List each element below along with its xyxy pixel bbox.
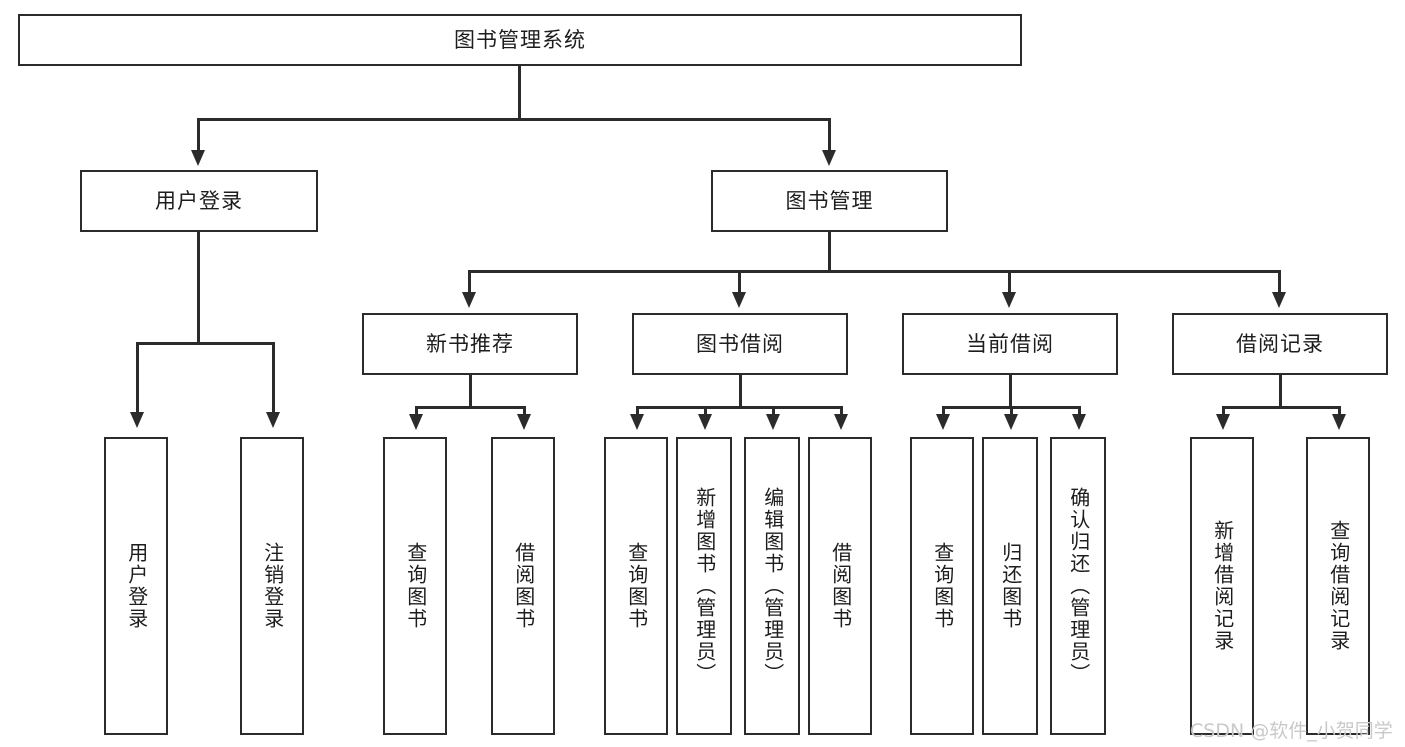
edge-borrow-to-leaf2	[704, 406, 707, 418]
edge-current-to-leaf1	[942, 406, 945, 418]
node-label: 图书管理	[785, 188, 874, 213]
edge-borrow-to-leaf1	[636, 406, 639, 418]
edge-book-mgmt-to-current	[1008, 270, 1011, 296]
node-label: 图书管理系统	[454, 27, 586, 52]
arrow-new-books-to-leaf1	[409, 414, 423, 430]
edge-book-mgmt-bus	[468, 270, 1280, 273]
edge-borrow-stem	[739, 375, 742, 408]
node-root-system[interactable]: 图书管理系统	[18, 14, 1022, 66]
edge-records-stem	[1279, 375, 1282, 408]
leaf-add-borrow-record[interactable]: 新增借阅记录	[1190, 437, 1254, 735]
leaf-edit-book-admin[interactable]: 编辑图书（管理员）	[744, 437, 800, 735]
arrow-current-to-leaf1	[936, 414, 950, 430]
node-label: 查询图书	[624, 542, 649, 630]
edge-user-login-to-leaf1	[136, 342, 139, 416]
node-label: 当前借阅	[966, 331, 1054, 356]
arrow-book-mgmt-to-records	[1272, 292, 1286, 308]
edge-root-stem	[518, 66, 521, 120]
edge-user-login-bus	[136, 342, 274, 345]
node-label: 编辑图书（管理员）	[760, 487, 785, 685]
node-label: 新增借阅记录	[1210, 520, 1235, 652]
edge-new-books-bus	[415, 406, 525, 409]
edge-user-login-stem	[197, 232, 200, 344]
leaf-logout[interactable]: 注销登录	[240, 437, 304, 735]
edge-borrow-bus	[636, 406, 843, 409]
node-new-book-recommend[interactable]: 新书推荐	[362, 313, 578, 375]
node-label: 用户登录	[124, 542, 149, 630]
leaf-user-login[interactable]: 用户登录	[104, 437, 168, 735]
edge-current-to-leaf2	[1010, 406, 1013, 418]
node-borrow-records[interactable]: 借阅记录	[1172, 313, 1388, 375]
node-label: 查询图书	[403, 542, 428, 630]
leaf-borrow-books-borrow[interactable]: 借阅图书	[808, 437, 872, 735]
arrow-root-to-user-login	[191, 150, 205, 166]
node-label: 借阅图书	[828, 542, 853, 630]
leaf-borrow-books-recommend[interactable]: 借阅图书	[491, 437, 555, 735]
edge-current-to-leaf3	[1078, 406, 1081, 418]
edge-book-mgmt-to-new-books	[468, 270, 471, 296]
edge-borrow-to-leaf4	[840, 406, 843, 418]
edge-book-mgmt-stem	[828, 232, 831, 272]
arrow-root-to-book-mgmt	[822, 150, 836, 166]
arrow-book-mgmt-to-new-books	[462, 292, 476, 308]
node-label: 借阅图书	[511, 542, 536, 630]
arrow-current-to-leaf3	[1072, 414, 1086, 430]
arrow-borrow-to-leaf4	[834, 414, 848, 430]
edge-records-to-leaf2	[1338, 406, 1341, 418]
node-label: 图书借阅	[696, 331, 784, 356]
node-label: 用户登录	[155, 188, 243, 213]
arrow-book-mgmt-to-current	[1002, 292, 1016, 308]
arrow-current-to-leaf2	[1004, 414, 1018, 430]
arrow-borrow-to-leaf2	[698, 414, 712, 430]
node-label: 新书推荐	[426, 331, 514, 356]
node-label: 确认归还（管理员）	[1066, 487, 1091, 685]
arrow-user-login-to-leaf2	[266, 412, 280, 428]
node-book-management[interactable]: 图书管理	[711, 170, 948, 232]
arrow-records-to-leaf1	[1216, 414, 1230, 430]
arrow-borrow-to-leaf3	[766, 414, 780, 430]
edge-user-login-to-leaf2	[272, 342, 275, 416]
csdn-watermark: CSDN @软件_小贺同学	[1190, 720, 1393, 742]
edge-book-mgmt-to-borrow	[738, 270, 741, 296]
node-label: 查询图书	[930, 542, 955, 630]
edge-root-to-book-mgmt	[828, 118, 831, 154]
arrow-records-to-leaf2	[1332, 414, 1346, 430]
node-label: 借阅记录	[1236, 331, 1324, 356]
node-current-borrow[interactable]: 当前借阅	[902, 313, 1118, 375]
node-user-login[interactable]: 用户登录	[80, 170, 318, 232]
leaf-confirm-return-admin[interactable]: 确认归还（管理员）	[1050, 437, 1106, 735]
leaf-query-books-recommend[interactable]: 查询图书	[383, 437, 447, 735]
node-label: 新增图书（管理员）	[692, 487, 717, 685]
edge-root-to-user-login	[197, 118, 200, 154]
edge-borrow-to-leaf3	[772, 406, 775, 418]
leaf-query-books-borrow[interactable]: 查询图书	[604, 437, 668, 735]
edge-book-mgmt-to-records	[1278, 270, 1281, 296]
node-book-borrow[interactable]: 图书借阅	[632, 313, 848, 375]
leaf-add-book-admin[interactable]: 新增图书（管理员）	[676, 437, 732, 735]
edge-current-stem	[1009, 375, 1012, 408]
arrow-new-books-to-leaf2	[517, 414, 531, 430]
edge-records-to-leaf1	[1222, 406, 1225, 418]
node-label: 查询借阅记录	[1326, 520, 1351, 652]
arrow-borrow-to-leaf1	[630, 414, 644, 430]
node-label: 注销登录	[260, 542, 285, 630]
edge-records-bus	[1222, 406, 1340, 409]
edge-new-books-stem	[469, 375, 472, 408]
arrow-book-mgmt-to-borrow	[732, 292, 746, 308]
node-label: 归还图书	[998, 542, 1023, 630]
edge-new-books-to-leaf2	[523, 406, 526, 418]
leaf-return-books[interactable]: 归还图书	[982, 437, 1038, 735]
arrow-user-login-to-leaf1	[130, 412, 144, 428]
leaf-query-books-current[interactable]: 查询图书	[910, 437, 974, 735]
leaf-query-borrow-record[interactable]: 查询借阅记录	[1306, 437, 1370, 735]
edge-new-books-to-leaf1	[415, 406, 418, 418]
edge-root-bus	[197, 118, 831, 121]
